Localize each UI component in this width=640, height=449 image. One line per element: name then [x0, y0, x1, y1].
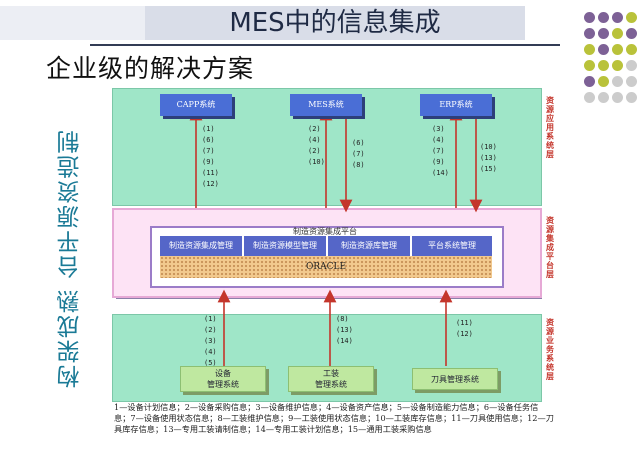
title-divider: [90, 44, 560, 46]
slide-title: MES中的信息集成: [145, 6, 525, 40]
tooling-management-system-box: 工装 管理系统: [288, 366, 374, 392]
decorative-dots: [580, 8, 640, 138]
cutter-info-numbers: (11) (12): [456, 319, 473, 338]
erp-info-numbers: (3) (4) (7) (9) (14): [432, 125, 449, 177]
platform-module: 平台系统管理: [412, 236, 492, 256]
cutter-management-system-box: 刀具管理系统: [412, 368, 498, 390]
capp-system-box: CAPP系统: [160, 94, 232, 116]
capp-info-numbers: (1) (6) (7) (9) (11) (12): [202, 125, 219, 188]
title-band: [0, 6, 145, 40]
platform-module: 制造资源集成管理: [160, 236, 242, 256]
business-layer-label: 资源业务系统层: [546, 317, 554, 381]
mes-system-box: MES系统: [290, 94, 362, 116]
tooling-info-numbers: (8) (13) (14): [336, 315, 353, 345]
application-layer-label: 资源应用系统层: [546, 95, 554, 159]
oracle-database: ORACLE: [160, 256, 492, 278]
mes-return-numbers: (6) (7) (8): [352, 139, 365, 169]
slide-subtitle: 企业级的解决方案: [46, 54, 255, 83]
equipment-management-system-box: 设备 管理系统: [180, 366, 266, 392]
platform-module: 制造资源模型管理: [244, 236, 326, 256]
platform-title: 制造资源集成平台: [293, 227, 357, 236]
legend-text: 1—设备计划信息；2—设备采购信息；3—设备维护信息；4—设备资产信息；5—设备…: [114, 402, 554, 434]
erp-system-box: ERP系统: [420, 94, 492, 116]
mes-info-numbers: (2) (4) (2) (10): [308, 125, 325, 166]
platform-layer-label: 资源集成平台层: [546, 215, 554, 279]
equipment-info-numbers: (1) (2) (3) (4) (5): [204, 315, 217, 367]
platform-module: 制造资源库管理: [328, 236, 410, 256]
erp-return-numbers: (10) (13) (15): [480, 143, 497, 173]
